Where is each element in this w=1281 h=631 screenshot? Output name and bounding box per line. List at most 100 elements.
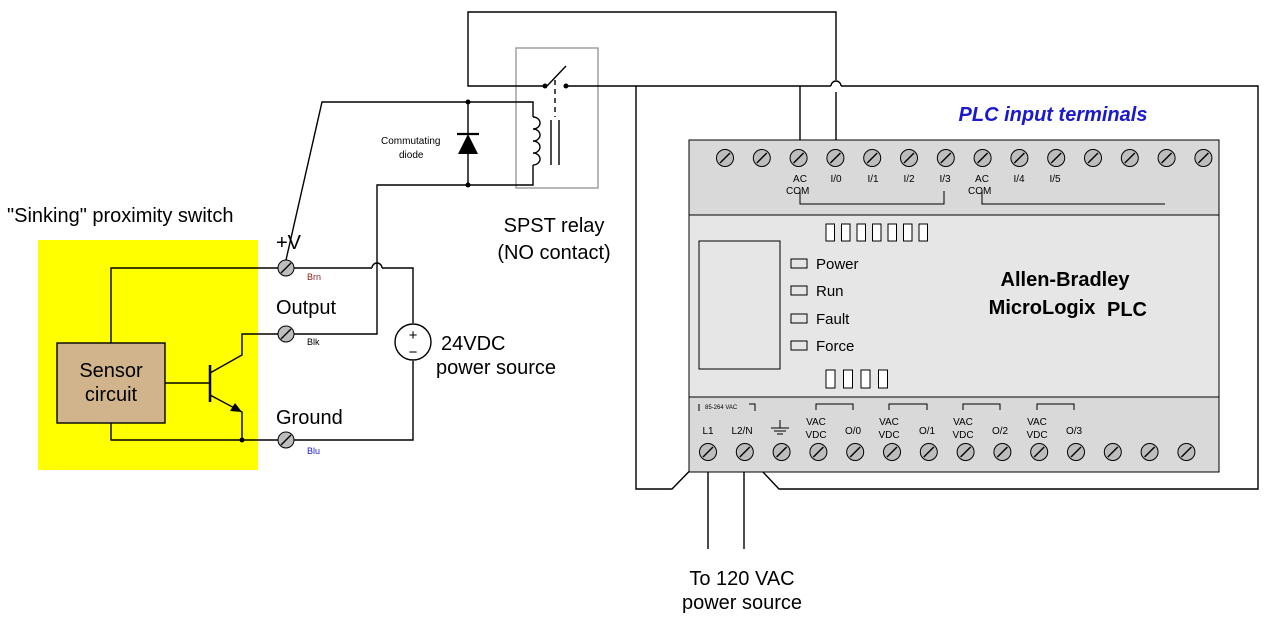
plc-output-indicators [825,369,888,389]
terminal-ground [277,431,295,449]
output-terminal-label: L2/N [731,426,752,437]
output-terminal-screw [919,443,938,461]
output-terminal-screw [699,443,717,461]
wire-color-blk: Blk [307,337,320,347]
output-terminal-screw [772,443,791,461]
output-terminal-screw [883,443,901,461]
relay-label-line1: SPST relay [504,215,605,237]
input-terminal-label: I/1 [867,174,879,185]
input-terminal-label: I/5 [1049,174,1061,185]
output-terminal-screw [1177,443,1196,461]
output-indicator-led [825,369,836,389]
input-terminal-label: I/0 [830,174,842,185]
output-terminal-label: O/1 [919,426,936,437]
input-terminal-screw [900,149,918,167]
input-terminal-screw [973,149,992,167]
label-plus-v: +V [276,232,302,254]
dc-wiring [285,101,472,441]
status-led-power: Power [790,256,859,273]
switch-title: "Sinking" proximity switch [7,205,233,227]
ac-source-label-line2: power source [682,592,802,614]
input-terminal-label: AC [793,174,807,185]
input-terminal-screw [752,149,771,167]
plc-output-terminal-strip [699,443,1196,461]
supply-range-label: 85-264 VAC [705,405,738,411]
plc-brand-suffix: PLC [1107,299,1147,321]
output-terminal-label: O/0 [845,426,862,437]
status-label-power: Power [816,256,859,273]
output-terminal-label: VAC [806,417,826,428]
status-label-fault: Fault [816,311,850,328]
output-terminal-label: L1 [702,426,714,437]
dc-source-label-line1: 24VDC [441,333,505,355]
plc-display-area [698,240,781,370]
status-led-run: Run [790,283,844,300]
output-indicator-led [843,369,853,389]
input-terminal-label: I/4 [1013,174,1025,185]
input-group-brackets [799,191,1165,205]
output-terminal-screw [846,443,865,461]
input-terminal-screw [789,149,808,167]
input-terminal-screw [1084,149,1102,167]
output-indicator-led [878,369,888,389]
output-terminal-screw [1140,443,1159,461]
wire-color-blu: Blu [307,446,320,456]
output-terminal-screw [1103,443,1122,461]
relay-contact [542,65,569,117]
sensor-label-line2: circuit [85,384,138,406]
plc-input-terminal-strip [716,149,1213,167]
output-terminal-label: VDC [805,430,826,441]
label-ground: Ground [276,407,343,429]
relay-housing [515,47,599,189]
input-indicator-led [918,223,928,242]
input-indicator-led [825,223,835,242]
plc-input-indicators [825,223,928,242]
ground-symbol-icon [771,420,789,435]
input-terminal-screw [936,149,955,167]
output-group-brackets [815,403,1075,410]
input-terminal-screw [1120,149,1139,167]
output-terminal-screw [809,443,828,461]
output-terminal-label: VDC [1026,430,1047,441]
input-terminal-screw [1047,149,1066,167]
input-terminal-label: AC [975,174,989,185]
input-indicator-led [841,223,851,242]
sensor-circuit-box [56,342,166,424]
output-terminal-label: VDC [952,430,973,441]
status-led-force: Force [790,338,854,355]
input-terminal-screw [1010,149,1029,167]
status-label-run: Run [816,283,844,300]
input-terminal-label-line2: COM [968,186,991,197]
output-terminal-label: O/2 [992,426,1009,437]
terminal-plus-v [277,259,295,277]
input-terminal-label: I/2 [903,174,915,185]
input-terminal-screw [716,149,734,167]
output-terminal-screw [1067,443,1085,461]
wire-color-brn: Brn [307,272,321,282]
status-led-fault: Fault [790,311,850,328]
dc-source-symbol: + − [394,323,432,361]
switch-internal-wiring [110,267,283,443]
relay-coil [472,101,560,186]
input-terminal-screw [1194,149,1213,167]
terminal-output [277,325,295,343]
input-indicator-led [903,223,913,242]
label-output: Output [276,297,336,319]
input-terminal-label-line2: COM [786,186,809,197]
dc-minus-sign: − [409,344,418,361]
input-terminal-label: I/3 [939,174,951,185]
output-indicator-led [860,369,871,389]
diode-label-line1: Commutating [381,136,440,147]
output-terminal-label: O/3 [1066,426,1083,437]
output-terminal-screw [993,443,1012,461]
output-terminal-label: VAC [953,417,973,428]
output-terminal-screw [1030,443,1049,461]
dc-plus-sign: + [409,327,418,344]
output-terminal-label: VAC [879,417,899,428]
input-indicator-led [872,223,882,242]
status-label-force: Force [816,338,854,355]
diode-label-line2: diode [399,150,424,161]
